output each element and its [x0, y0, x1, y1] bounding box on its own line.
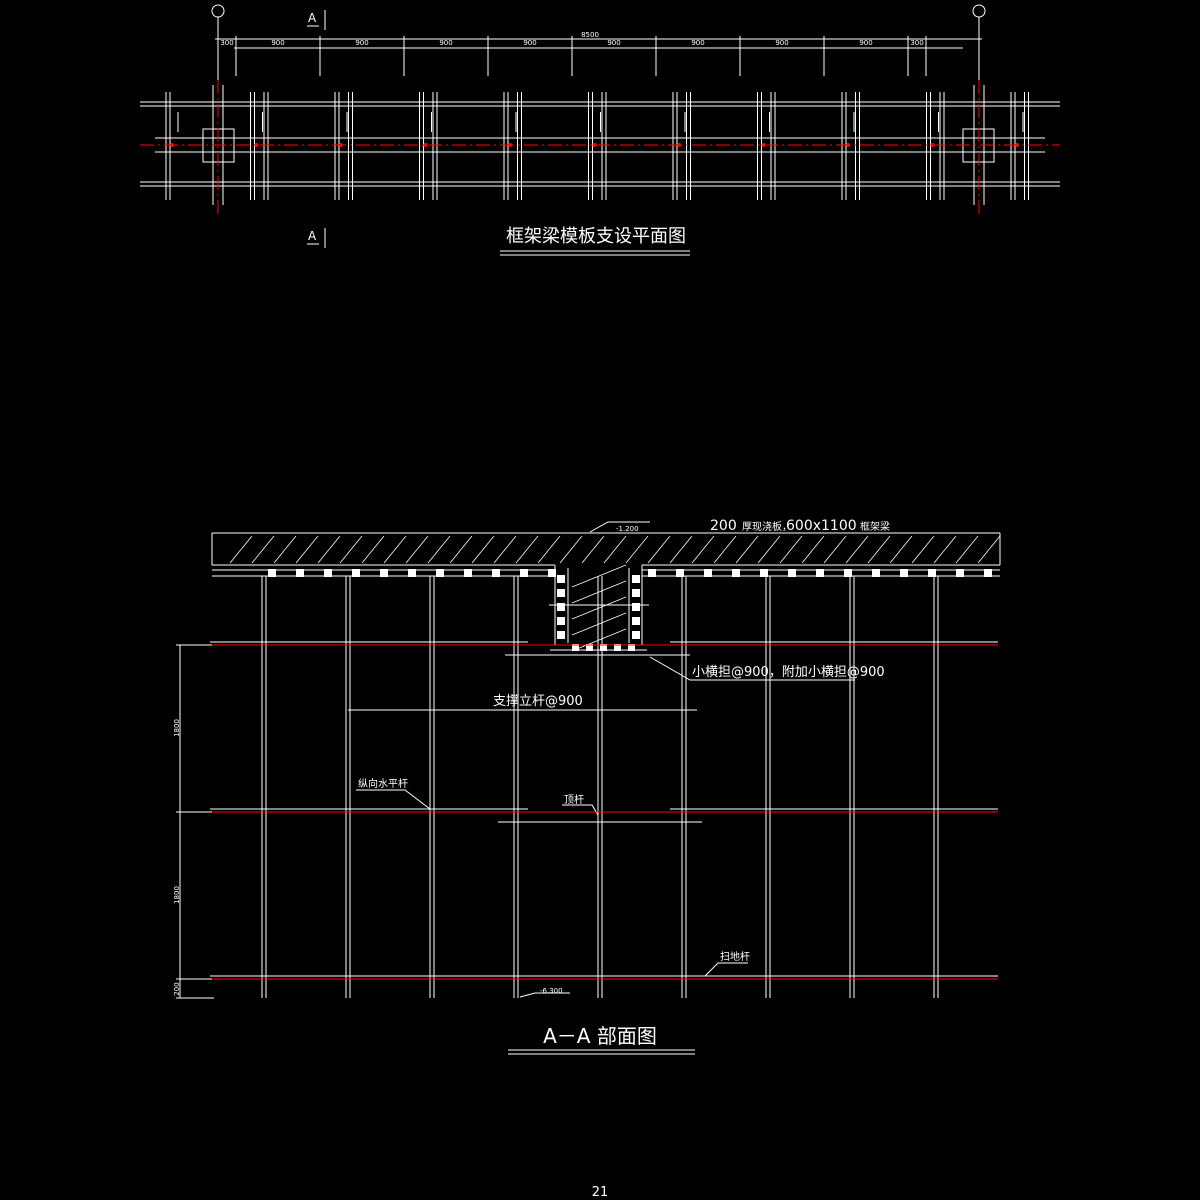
height-dim-3: 200: [173, 982, 181, 995]
axis-dot: [339, 143, 343, 147]
plan-span-label: 900: [607, 39, 620, 47]
plan-span-label: 300: [910, 39, 923, 47]
top-level: -1.200: [616, 525, 639, 533]
section-title: A－A 部面图: [543, 1024, 657, 1048]
plan-span-label: 900: [691, 39, 704, 47]
slab-label-num: 200: [710, 518, 737, 534]
bottom-level: -6.300: [540, 987, 563, 995]
section-mark-top: A: [307, 10, 326, 30]
plan-title: 框架梁模板支设平面图: [506, 226, 686, 247]
plan-span-labels: 300 900 900 900 900 900 900 900 900 300: [220, 39, 923, 47]
height-dim-2: 1800: [173, 886, 181, 904]
plan-axis-dots: [170, 143, 1019, 147]
formwork-blocks: [268, 569, 992, 651]
slab-label-txt: 厚现浇板，: [742, 520, 792, 533]
top-bar-label: 顶杆: [564, 794, 584, 806]
axis-dot: [761, 143, 766, 147]
section-red-lines: [212, 644, 998, 980]
section-mark-letter-top: A: [308, 11, 317, 25]
plan-view: [140, 4, 1060, 205]
section-mark-bottom: A: [307, 228, 326, 248]
axis-dot: [170, 143, 174, 147]
height-dim-1: 1800: [173, 719, 181, 737]
sweep-bar-label: 扫地杆: [720, 950, 750, 963]
axis-bubble-left: [211, 4, 225, 18]
long-bar-label: 纵向水平杆: [358, 777, 408, 790]
section-mark-letter-bottom: A: [308, 229, 317, 243]
axis-dot: [254, 143, 259, 147]
page-number: 21: [592, 1185, 609, 1200]
plan-axis-lines: [140, 80, 1060, 215]
axis-dot: [423, 143, 428, 147]
plan-span-label: 900: [775, 39, 788, 47]
plan-span-label: 900: [439, 39, 452, 47]
beam-dim: 600x1100: [786, 518, 857, 534]
plan-span-label: 900: [355, 39, 368, 47]
axis-dot: [930, 143, 935, 147]
axis-dot: [677, 143, 681, 147]
section-view: [176, 521, 1001, 999]
beam-label-txt: 框架梁: [860, 520, 890, 533]
plan-span-label: 900: [859, 39, 872, 47]
slab-hatch: [229, 535, 1001, 652]
post-label: 支撑立杆@900: [493, 694, 583, 709]
axis-dot: [592, 143, 597, 147]
axis-dot: [1015, 143, 1019, 147]
plan-span-label: 300: [220, 39, 233, 47]
axis-dot: [846, 143, 850, 147]
plan-total-dim: 8500: [581, 31, 599, 39]
axis-bubble-right: [972, 4, 986, 18]
plan-span-label: 900: [523, 39, 536, 47]
ledger-label: 小横担@900，附加小横担@900: [692, 665, 885, 680]
axis-dot: [508, 143, 512, 147]
plan-span-label: 900: [271, 39, 284, 47]
